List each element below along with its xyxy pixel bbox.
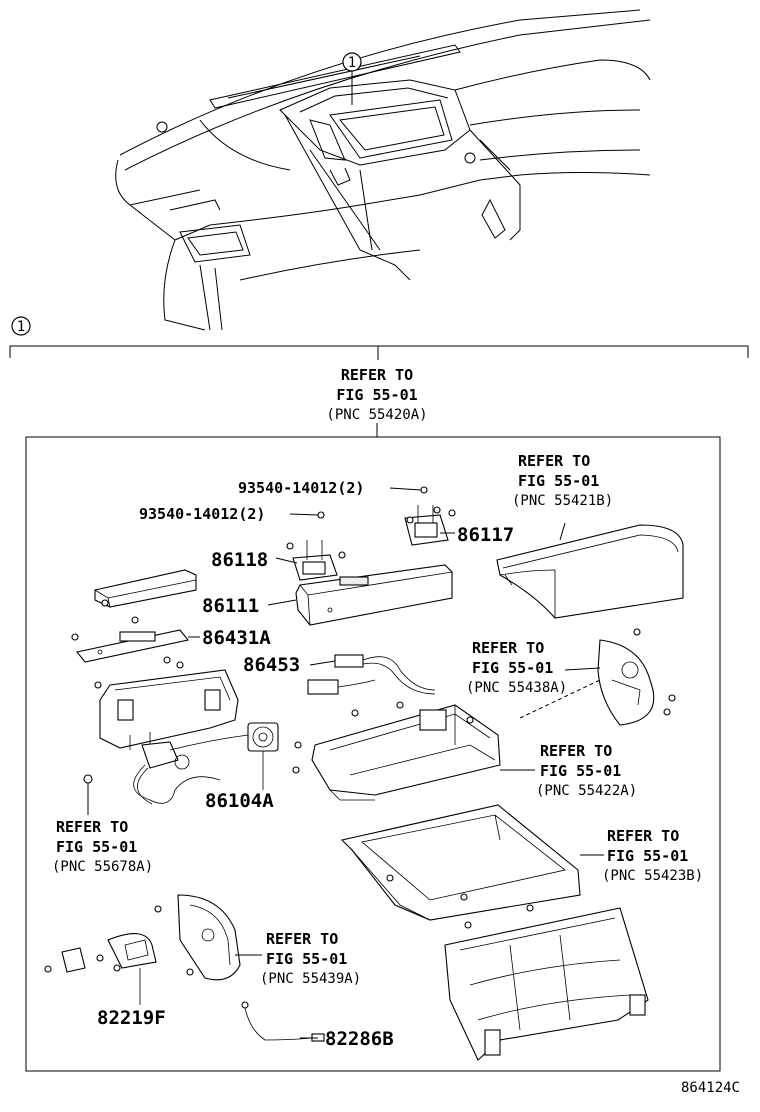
lower-panel (444, 907, 649, 1061)
label-86111: 86111 (202, 595, 259, 617)
refer-55420a: REFER TO FIG 55-01 (PNC 55420A) (326, 366, 428, 437)
svg-text:FIG 55-01: FIG 55-01 (266, 950, 347, 968)
svg-text:REFER TO: REFER TO (266, 930, 338, 948)
bracket-86431a (71, 616, 189, 664)
svg-text:(PNC 55439A): (PNC 55439A) (260, 971, 361, 987)
lid-part (496, 524, 684, 619)
label-86453: 86453 (243, 654, 300, 676)
callout-section: 1 (9, 316, 749, 360)
svg-text:REFER TO: REFER TO (472, 639, 544, 657)
svg-text:FIG 55-01: FIG 55-01 (472, 659, 553, 677)
svg-text:REFER TO: REFER TO (56, 818, 128, 836)
wire-82286b (241, 1001, 325, 1042)
svg-text:(PNC 55422A): (PNC 55422A) (536, 783, 637, 799)
refer-55678a: REFER TO FIG 55-01 (PNC 55678A) (52, 818, 153, 875)
assembly-frame (25, 436, 721, 1072)
svg-text:FIG 55-01: FIG 55-01 (518, 472, 599, 490)
figure-id: 864124C (681, 1080, 740, 1096)
bracket-55439a (154, 894, 241, 981)
callout-overview: 1 (342, 52, 362, 105)
svg-text:FIG 55-01: FIG 55-01 (540, 762, 621, 780)
refer-55423b: REFER TO FIG 55-01 (PNC 55423B) (602, 827, 703, 884)
svg-text:(PNC 55421B): (PNC 55421B) (512, 493, 613, 509)
housing-55422a (292, 704, 501, 801)
svg-text:REFER TO: REFER TO (540, 742, 612, 760)
label-screw-93540-b: 93540-14012(2) (139, 505, 265, 523)
fan-86104a (83, 722, 302, 805)
label-82219f: 82219F (97, 1007, 166, 1029)
svg-text:(PNC 55423B): (PNC 55423B) (602, 868, 703, 884)
svg-text:REFER TO: REFER TO (341, 366, 413, 384)
label-86104a: 86104A (205, 790, 274, 812)
label-86431a: 86431A (202, 627, 271, 649)
leader-lines (87, 487, 604, 1039)
svg-text:REFER TO: REFER TO (607, 827, 679, 845)
left-bracket (94, 661, 239, 750)
label-86117: 86117 (457, 524, 514, 546)
svg-text:REFER TO: REFER TO (518, 452, 590, 470)
dashboard-overview-drawing (115, 9, 651, 331)
svg-text:(PNC 55438A): (PNC 55438A) (466, 680, 567, 696)
refer-55438a: REFER TO FIG 55-01 (PNC 55438A) (466, 639, 567, 696)
harness-86453 (307, 654, 436, 709)
refer-55422a: REFER TO FIG 55-01 (PNC 55422A) (536, 742, 637, 799)
label-86118: 86118 (211, 549, 268, 571)
callout-number: 1 (17, 319, 25, 335)
cover-strip (94, 569, 197, 608)
label-screw-93540-a: 93540-14012(2) (238, 479, 364, 497)
switch-82219f (44, 933, 157, 1005)
svg-text:FIG 55-01: FIG 55-01 (56, 838, 137, 856)
label-82286b: 82286B (325, 1028, 394, 1050)
svg-text:FIG 55-01: FIG 55-01 (607, 847, 688, 865)
svg-text:(PNC 55678A): (PNC 55678A) (52, 859, 153, 875)
side-bracket-55438a (519, 628, 676, 726)
svg-text:(PNC 55420A): (PNC 55420A) (326, 407, 427, 423)
refer-55439a: REFER TO FIG 55-01 (PNC 55439A) (260, 930, 361, 987)
display-86111 (295, 564, 453, 626)
bracket-86118 (286, 511, 346, 581)
callout-number: 1 (348, 55, 356, 71)
frame-55423b (340, 804, 581, 921)
svg-text:FIG 55-01: FIG 55-01 (336, 386, 417, 404)
bracket-86117 (404, 486, 456, 546)
refer-55421b: REFER TO FIG 55-01 (PNC 55421B) (512, 452, 613, 509)
